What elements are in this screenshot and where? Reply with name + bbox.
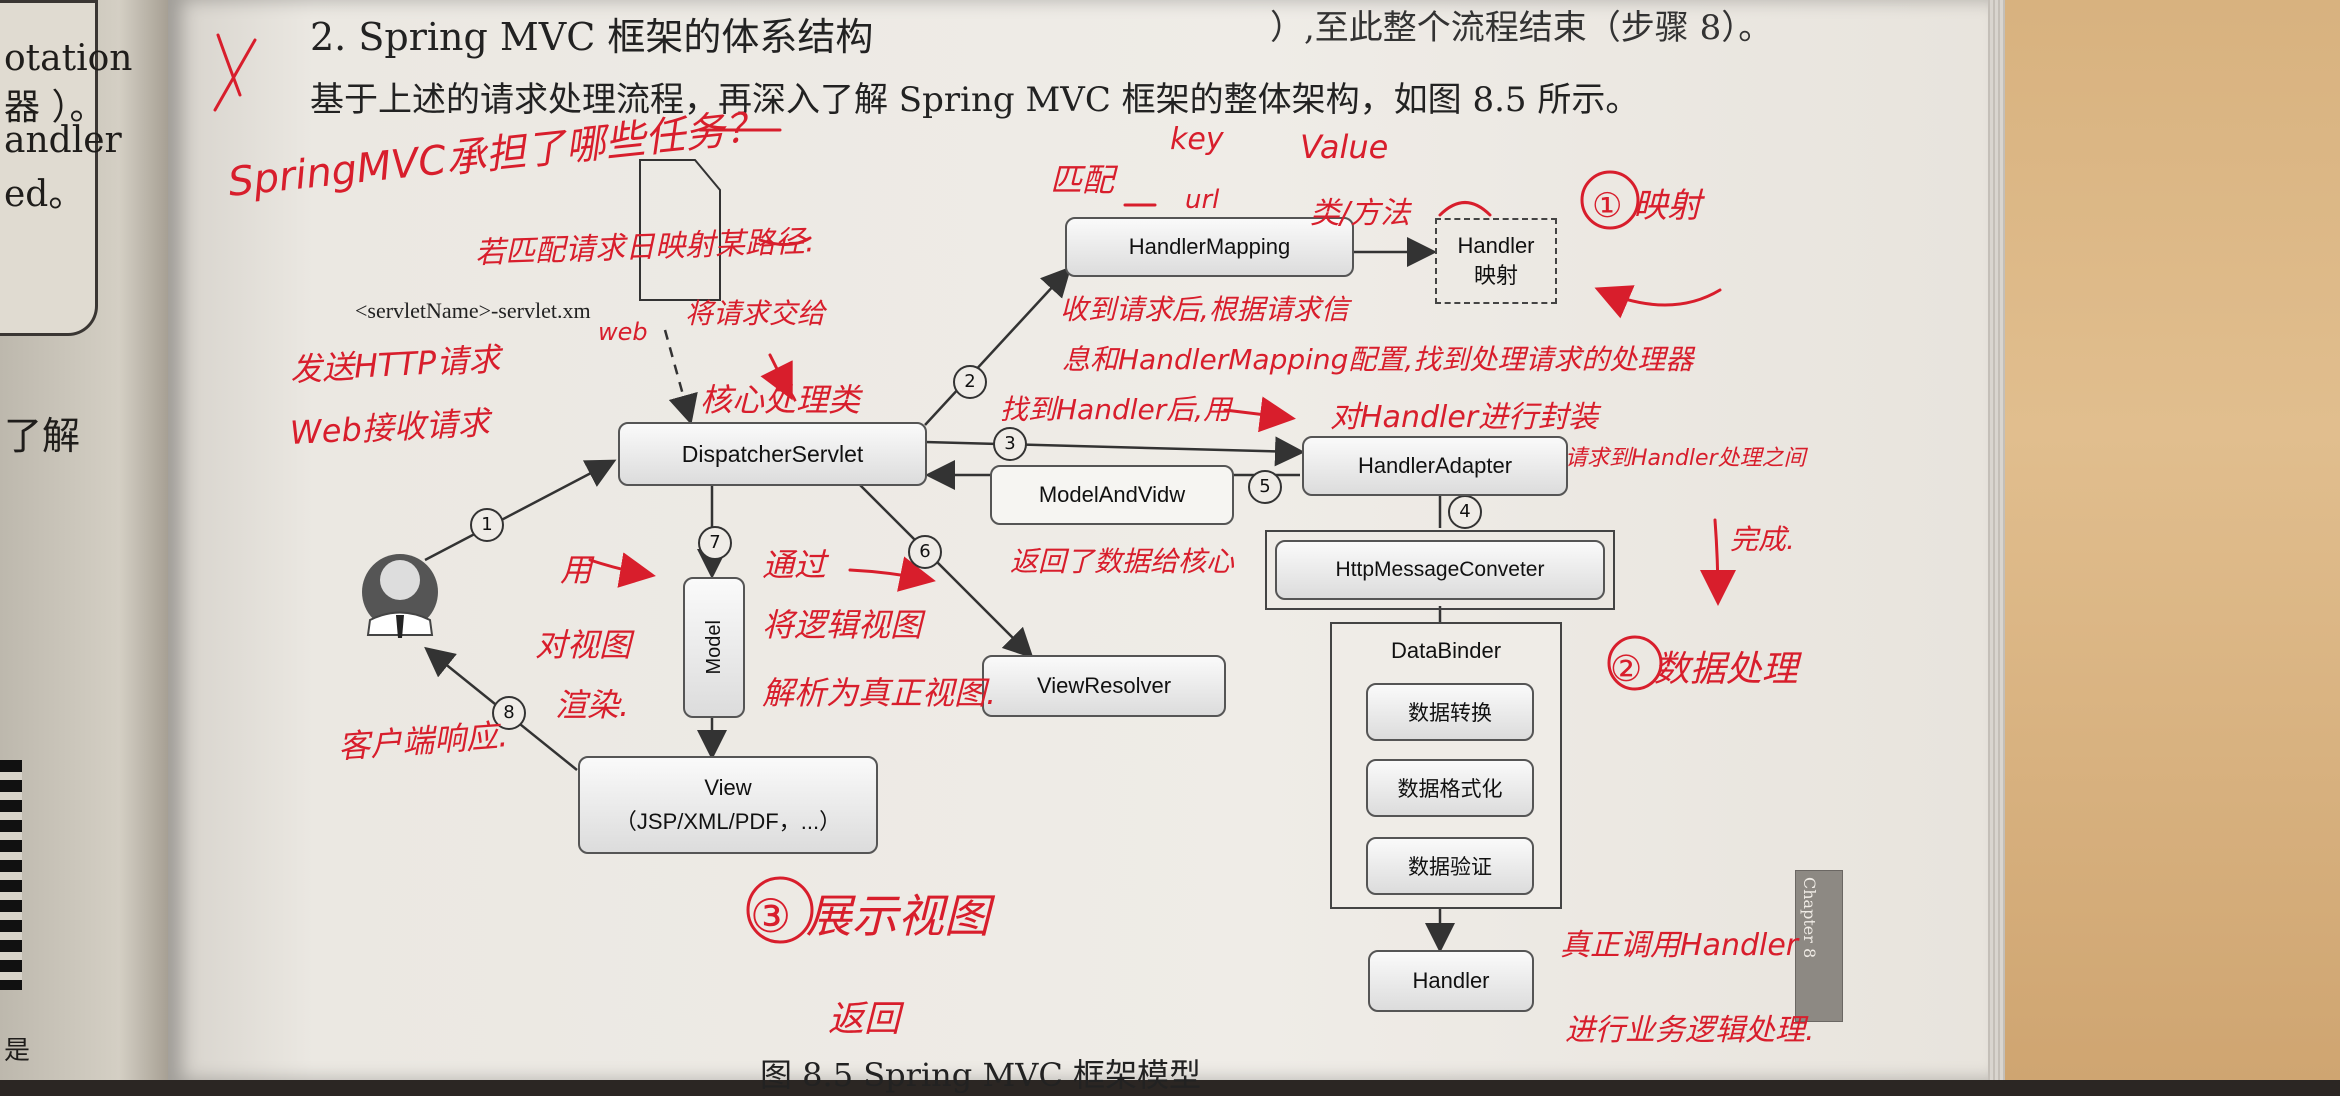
step-6-marker: 6 (908, 535, 942, 569)
annotation-url: url (1185, 185, 1219, 215)
annotation-received: 收到请求后,根据请求信 (1060, 288, 1349, 328)
view-resolver-box: ViewResolver (982, 655, 1226, 717)
annotation-core: 核心处理类 (700, 375, 860, 421)
view-box-title: View (704, 771, 751, 805)
step-3-marker: 3 (993, 427, 1027, 461)
handler-mapping-result-line: Handler (1457, 231, 1534, 261)
dispatcher-servlet-box: DispatcherServlet (618, 422, 927, 486)
step-7-marker: 7 (698, 526, 732, 560)
annotation-data-processing: ② 数据处理 (1610, 640, 1798, 692)
annotation-business-logic: 进行业务逻辑处理. (1565, 1005, 1815, 1049)
annotation-mapping: ① 映射 (1592, 178, 1701, 227)
annotation-render-view: 对视图 (535, 620, 631, 666)
annotation-web: web (598, 318, 648, 346)
annotation-resolve-view: 解析为真正视图. (762, 668, 996, 714)
annotation-through: 通过 (762, 540, 826, 586)
user-icon (362, 554, 438, 638)
config-file-label: <servletName>-servlet.xm (355, 298, 591, 324)
annotation-after-handler: 找到Handler后,用 (1000, 388, 1231, 428)
figure-caption: 图 8.5 Spring MVC 框架模型 (760, 1050, 1201, 1096)
handler-adapter-box: HandlerAdapter (1302, 436, 1568, 496)
annotation-request: 将请求交给 (685, 292, 825, 332)
annotation-request-to-handler: 请求到Handler处理之间 (1565, 440, 1806, 472)
step-1-marker: 1 (470, 508, 504, 542)
data-binder-title: DataBinder (1332, 638, 1560, 664)
data-validation-box: 数据验证 (1366, 837, 1534, 895)
annotation-match: 匹配 (1050, 155, 1114, 201)
handler-mapping-result-line: 映射 (1474, 261, 1518, 291)
model-box: Model (683, 577, 745, 718)
annotation-invoke-handler: 真正调用Handler (1560, 920, 1798, 964)
handler-box: Handler (1368, 950, 1534, 1012)
annotation-class-method: 类/方法 (1310, 188, 1410, 232)
data-formatting-box: 数据格式化 (1366, 759, 1534, 817)
http-message-converter-box: HttpMessageConveter (1275, 540, 1605, 600)
model-and-view-box: ModelAndVidw (990, 465, 1234, 525)
annotation-render: 渲染. (555, 680, 629, 726)
annotation-show-view: ③ 展示视图 (750, 880, 990, 946)
annotation-return: 返回 (828, 990, 900, 1042)
annotation-use: 用 (560, 545, 592, 591)
data-conversion-box: 数据转换 (1366, 683, 1534, 741)
annotation-adapter: 对Handler进行封装 (1330, 392, 1598, 436)
annotation-return-data: 返回了数据给核心 (1010, 540, 1234, 580)
annotation-value: Value (1300, 128, 1388, 166)
annotation-complete: 完成. (1730, 518, 1795, 558)
step-2-marker: 2 (953, 365, 987, 399)
view-box: View （JSP/XML/PDF，...） (578, 756, 878, 854)
annotation-logical-view: 将逻辑视图 (762, 600, 922, 646)
model-box-label: Model (703, 620, 726, 674)
annotation-info: 息和HandlerMapping配置,找到处理请求的处理器 (1062, 338, 1693, 378)
view-box-types: （JSP/XML/PDF，...） (615, 805, 841, 839)
handler-mapping-result-box: Handler 映射 (1435, 218, 1557, 304)
step-5-marker: 5 (1248, 470, 1282, 504)
annotation-key: key (1170, 122, 1224, 157)
step-4-marker: 4 (1448, 495, 1482, 529)
